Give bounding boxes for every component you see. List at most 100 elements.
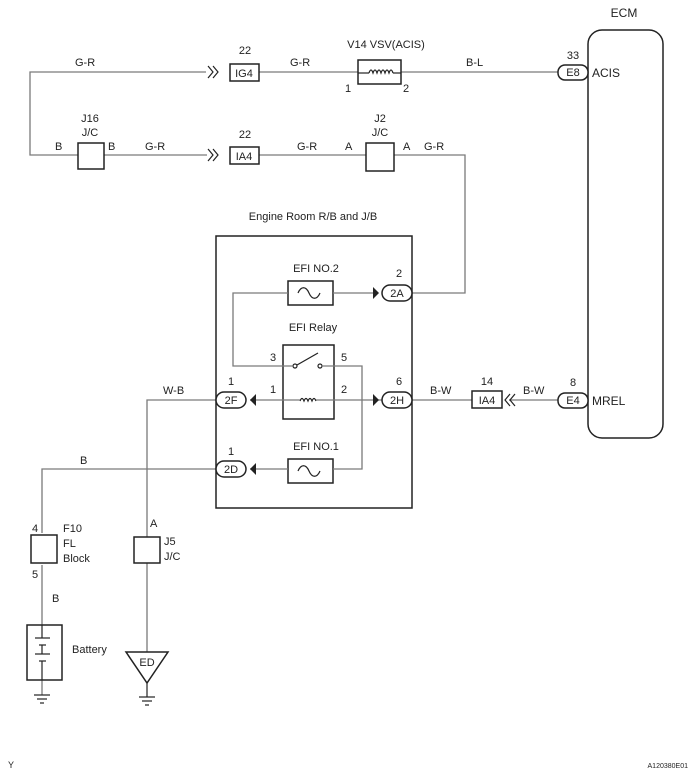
- relay-pin5: 5: [341, 352, 347, 364]
- vsv-name: V14 VSV(ACIS): [347, 39, 425, 51]
- efi-no2-label: EFI NO.2: [293, 263, 339, 275]
- fl-pin-bottom: 5: [32, 569, 38, 581]
- battery-ground-icon: [34, 694, 50, 704]
- ecm-box: [587, 29, 664, 439]
- connector-ia4-top-pin: 22: [239, 129, 251, 141]
- wire-label-gr-1: G-R: [75, 57, 95, 69]
- fl-block-line1: FL: [63, 538, 76, 550]
- connector-ia4-bottom-label: IA4: [479, 395, 496, 407]
- connector-2f-arrow-icon: [250, 394, 256, 406]
- fl-block-line2: Block: [63, 553, 90, 565]
- fl-block-box: [30, 534, 58, 564]
- connector-ia4-top-chevron-icon: [207, 148, 219, 162]
- j2-type: J/C: [372, 127, 389, 139]
- wire-wb-2f-ground: [146, 399, 216, 537]
- connector-2d: [215, 460, 247, 478]
- footer-code: A120380E01: [648, 763, 689, 770]
- wire-b-2d-fl: [41, 468, 216, 533]
- connector-e4-label: E4: [566, 395, 579, 407]
- connector-2h-label: 2H: [390, 395, 404, 407]
- connector-e8: [557, 64, 589, 81]
- vsv-pin2: 2: [403, 83, 409, 95]
- wire-label-gr-2: G-R: [290, 57, 310, 69]
- connector-ig4: [229, 63, 260, 82]
- fl-block-name: F10: [63, 523, 82, 535]
- connector-2a-pin: 2: [396, 268, 402, 280]
- j5-type: J/C: [164, 551, 181, 563]
- efi-no1-fuse: [287, 458, 334, 484]
- ground-ed-label: ED: [139, 657, 154, 669]
- wire-label-bw-2: B-W: [523, 385, 545, 397]
- connector-2f-pin: 1: [228, 376, 234, 388]
- vsv-pin1: 1: [345, 83, 351, 95]
- ed-ground-icon: [139, 683, 155, 706]
- j5-box: [133, 536, 161, 564]
- efi-relay-box: [282, 344, 335, 420]
- connector-ia4-top-label: IA4: [236, 151, 253, 163]
- connector-ig4-pin: 22: [239, 45, 251, 57]
- j2-pin-right: A: [403, 141, 411, 153]
- connector-2a-arrow-icon: [373, 287, 379, 299]
- connector-e4: [557, 392, 589, 409]
- connector-ia4-bottom: [471, 390, 503, 409]
- connector-2a: [381, 284, 413, 302]
- vsv-box: [357, 59, 402, 85]
- fl-pin-top: 4: [32, 523, 38, 535]
- j2-pin-left: A: [345, 141, 353, 153]
- connector-2d-arrow-icon: [250, 463, 256, 475]
- relay-pin1: 1: [270, 384, 276, 396]
- connector-2d-label: 2D: [224, 464, 238, 476]
- connector-ia4-bottom-chevron-icon: [504, 393, 516, 407]
- j16-type: J/C: [82, 127, 99, 139]
- relay-contact-left: [292, 363, 298, 369]
- efi-no2-fuse: [287, 280, 334, 306]
- efi-no2-fuse-icon: [297, 287, 321, 299]
- ecm-mrel-label: MREL: [592, 394, 626, 408]
- connector-2h: [381, 391, 413, 409]
- relay-contact-right: [317, 363, 323, 369]
- connector-ia4-top: [229, 146, 260, 165]
- wires: [29, 71, 558, 695]
- footer-left: Y: [8, 760, 14, 770]
- wire-label-gr-4: G-R: [297, 141, 317, 153]
- battery-label: Battery: [72, 644, 107, 656]
- j16-name: J16: [81, 113, 99, 125]
- connector-2f: [215, 391, 247, 409]
- rb-internal-wires: [232, 292, 382, 470]
- relay-pin3: 3: [270, 352, 276, 364]
- wire-label-bw-1: B-W: [430, 385, 452, 397]
- wire-label-wb: W-B: [163, 385, 184, 397]
- j16-pin-left: B: [55, 141, 62, 153]
- j5-name: J5: [164, 536, 176, 548]
- j5-pin: A: [150, 518, 158, 530]
- j16-box: [77, 142, 105, 170]
- relay-switch-icon: [296, 352, 319, 366]
- connector-e8-pin: 33: [567, 50, 579, 62]
- wire-label-b-1: B: [80, 455, 87, 467]
- connector-ig4-label: IG4: [235, 68, 253, 80]
- connector-2a-label: 2A: [390, 288, 404, 300]
- connector-2h-arrow-icon: [373, 394, 379, 406]
- wire-label-b-2: B: [52, 593, 59, 605]
- wire-gr-j2-2a: [394, 154, 466, 294]
- relay-coil-icon: [299, 397, 317, 403]
- connector-2f-label: 2F: [225, 395, 238, 407]
- connector-2h-pin: 6: [396, 376, 402, 388]
- j16-pin-right: B: [108, 141, 115, 153]
- connector-2d-pin: 1: [228, 446, 234, 458]
- j2-box: [365, 142, 395, 172]
- battery-cell-icon: [35, 625, 50, 680]
- efi-no1-label: EFI NO.1: [293, 441, 339, 453]
- efi-relay-label: EFI Relay: [289, 322, 338, 334]
- ground-ed-triangle: [124, 651, 170, 685]
- j2-name: J2: [374, 113, 386, 125]
- wire-gr-top: [29, 71, 206, 156]
- connector-ig4-chevron-icon: [207, 65, 219, 79]
- wire-label-gr-5: G-R: [424, 141, 444, 153]
- connector-e8-label: E8: [566, 67, 579, 79]
- relay-pin2: 2: [341, 384, 347, 396]
- wire-label-bl: B-L: [466, 57, 483, 69]
- efi-no1-fuse-icon: [297, 465, 321, 477]
- wire-label-gr-3: G-R: [145, 141, 165, 153]
